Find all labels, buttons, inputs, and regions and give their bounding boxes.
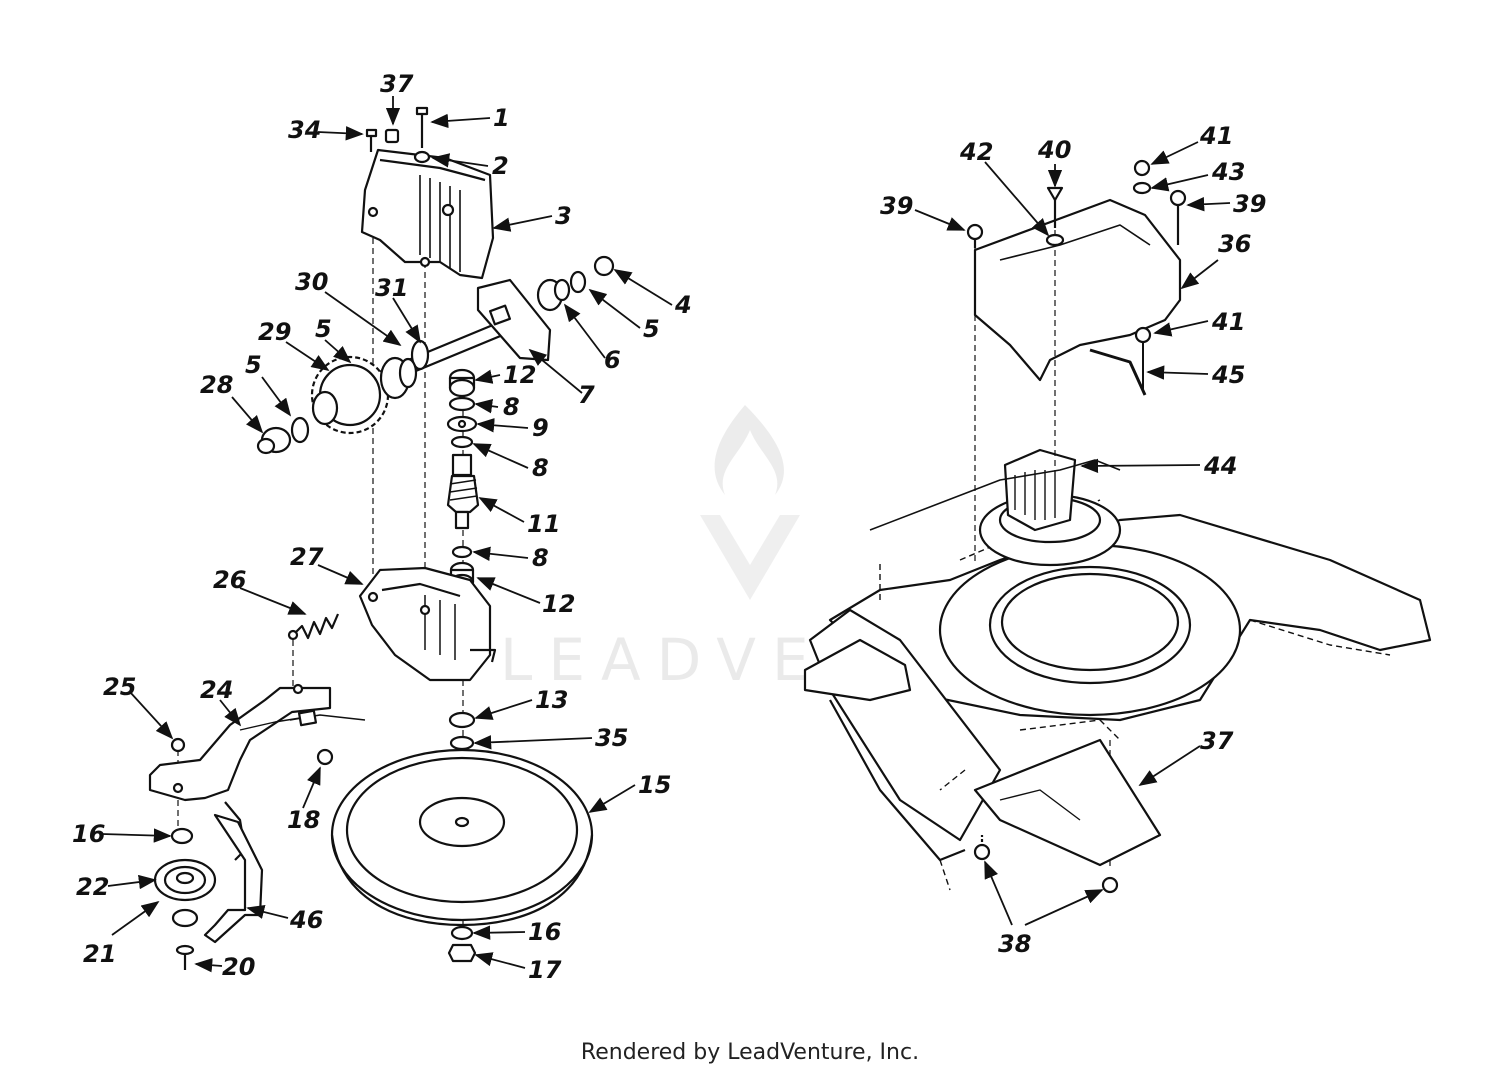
callout-42: 42 bbox=[959, 138, 993, 166]
callout-41-b: 41 bbox=[1211, 308, 1245, 336]
callout-39-b: 39 bbox=[1233, 190, 1266, 218]
callout-21: 21 bbox=[83, 940, 116, 968]
callout-43: 43 bbox=[1211, 158, 1245, 186]
drive-pulley-15 bbox=[330, 748, 594, 927]
bushing-28 bbox=[256, 426, 292, 455]
discharge-chute-37 bbox=[973, 738, 1162, 867]
washer-21 bbox=[171, 908, 199, 928]
nut-25 bbox=[170, 737, 186, 753]
gear-29 bbox=[310, 355, 418, 435]
callout-38: 38 bbox=[998, 930, 1031, 958]
idler-pulley-22 bbox=[153, 858, 217, 902]
callout-30: 30 bbox=[295, 268, 328, 296]
callout-9: 9 bbox=[532, 414, 549, 442]
nut-18 bbox=[316, 748, 334, 766]
worm-shaft-stack bbox=[446, 368, 480, 591]
callout-8: 8 bbox=[503, 393, 520, 421]
callout-29: 29 bbox=[258, 318, 291, 346]
callout-22: 22 bbox=[76, 873, 109, 901]
callout-16: 16 bbox=[72, 820, 105, 848]
nut-41-top bbox=[1133, 159, 1151, 177]
callout-12: 12 bbox=[503, 361, 536, 389]
clip-4 bbox=[593, 255, 615, 277]
callout-25: 25 bbox=[103, 673, 136, 701]
plug-37 bbox=[384, 128, 400, 144]
spring-26 bbox=[294, 613, 340, 640]
callout-7: 7 bbox=[578, 381, 595, 409]
deck-assembly bbox=[803, 159, 1432, 894]
nut-17 bbox=[447, 943, 477, 963]
mower-deck bbox=[803, 499, 1432, 891]
callout-18: 18 bbox=[287, 806, 320, 834]
screw-38-right bbox=[1101, 876, 1119, 894]
washer-5-left bbox=[290, 416, 310, 444]
callout-11: 11 bbox=[527, 510, 560, 538]
callout-37-b: 37 bbox=[1200, 727, 1234, 755]
callout-39: 39 bbox=[880, 192, 913, 220]
fastener-39-left bbox=[966, 223, 984, 248]
callout-8-c: 8 bbox=[532, 544, 549, 572]
lower-housing-27 bbox=[358, 566, 497, 682]
washer-42 bbox=[1045, 233, 1065, 247]
bolt-20 bbox=[175, 944, 195, 970]
bolt-1 bbox=[415, 106, 429, 148]
washer-5-right bbox=[569, 270, 587, 294]
nut-41-bottom bbox=[1134, 326, 1152, 344]
callout-27: 27 bbox=[290, 543, 324, 571]
callout-labels: 37 34 1 2 3 4 5 6 7 30 31 5 29 5 28 12 8… bbox=[72, 70, 1266, 984]
callout-2: 2 bbox=[492, 152, 509, 180]
transmission-assembly bbox=[148, 106, 615, 970]
screw-34 bbox=[365, 128, 378, 152]
callout-3: 3 bbox=[555, 202, 572, 230]
callout-5: 5 bbox=[643, 315, 660, 343]
callout-45: 45 bbox=[1211, 361, 1245, 389]
callout-44: 44 bbox=[1203, 452, 1237, 480]
screw-38-left bbox=[973, 835, 991, 861]
callout-15: 15 bbox=[638, 771, 671, 799]
bearing-plate-7 bbox=[476, 278, 552, 362]
washer-13 bbox=[448, 711, 476, 729]
callout-26: 26 bbox=[213, 566, 246, 594]
callout-46: 46 bbox=[289, 906, 323, 934]
callout-28: 28 bbox=[200, 371, 233, 399]
callout-4: 4 bbox=[674, 291, 692, 319]
callout-41: 41 bbox=[1199, 122, 1233, 150]
washer-2 bbox=[413, 150, 431, 164]
callout-8-b: 8 bbox=[532, 454, 549, 482]
callout-5-b: 5 bbox=[315, 315, 332, 343]
callout-24: 24 bbox=[200, 676, 233, 704]
callout-40: 40 bbox=[1037, 136, 1071, 164]
callout-1: 1 bbox=[493, 104, 510, 132]
upper-housing bbox=[360, 148, 495, 280]
callout-35: 35 bbox=[595, 724, 628, 752]
leader-lines bbox=[101, 96, 1231, 973]
callout-5-c: 5 bbox=[245, 351, 262, 379]
fastener-39-right bbox=[1169, 189, 1187, 245]
callout-36: 36 bbox=[1218, 230, 1251, 258]
engine-pulley-44 bbox=[869, 448, 1122, 567]
callout-6: 6 bbox=[604, 346, 621, 374]
washer-16-bottom bbox=[450, 925, 474, 941]
callout-20: 20 bbox=[222, 953, 255, 981]
washer-16-left bbox=[170, 827, 194, 845]
washer-35 bbox=[449, 735, 475, 751]
washer-43 bbox=[1132, 181, 1152, 195]
callout-17: 17 bbox=[528, 956, 562, 984]
callout-34: 34 bbox=[288, 116, 321, 144]
callout-31: 31 bbox=[375, 274, 408, 302]
footer-credit: Rendered by LeadVenture, Inc. bbox=[580, 1040, 920, 1065]
callout-13: 13 bbox=[535, 686, 568, 714]
belt-cover-36 bbox=[973, 198, 1182, 382]
callout-16-b: 16 bbox=[528, 918, 561, 946]
callout-37: 37 bbox=[380, 70, 414, 98]
fastener-40 bbox=[1046, 186, 1064, 228]
callout-12-b: 12 bbox=[542, 590, 575, 618]
rod-45 bbox=[1089, 348, 1147, 396]
